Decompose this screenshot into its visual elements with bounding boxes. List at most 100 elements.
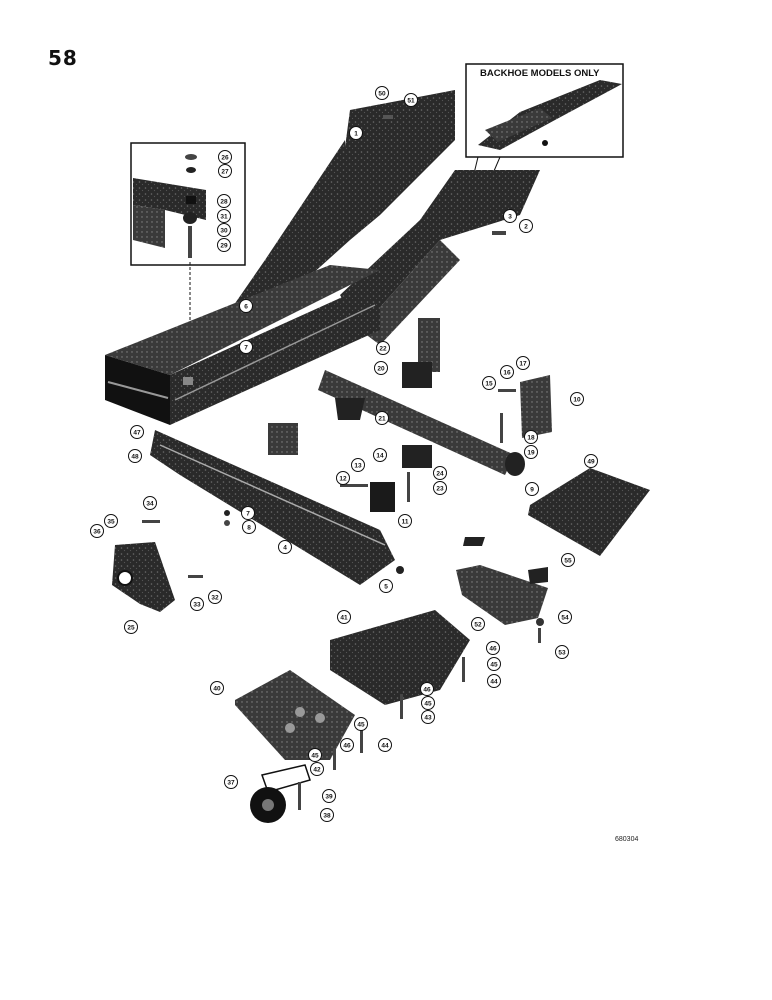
callout-51: 51	[407, 97, 415, 104]
callout-46-circle	[486, 641, 500, 655]
callout-36-circle	[90, 524, 104, 538]
callout-5: 5	[384, 583, 388, 590]
mount-blocks	[268, 318, 552, 512]
callout-39-circle	[322, 789, 336, 803]
step-plates	[235, 468, 650, 770]
callout-3: 3	[508, 213, 512, 220]
callout-28-circle	[217, 194, 231, 208]
callout-14: 14	[376, 452, 384, 459]
callout-24: 24	[436, 470, 444, 477]
callout-20: 20	[377, 365, 385, 372]
callout-33-circle	[190, 597, 204, 611]
callout-45: 45	[311, 752, 319, 759]
callout-49-circle	[584, 454, 598, 468]
callout-39: 39	[325, 793, 333, 800]
inset-title: BACKHOE MODELS ONLY	[480, 68, 600, 79]
callout-17-circle	[516, 356, 530, 370]
callout-22: 22	[379, 345, 387, 352]
callout-48: 48	[131, 453, 139, 460]
callout-19-circle	[524, 445, 538, 459]
callout-8: 8	[247, 524, 251, 531]
callout-50-circle	[375, 86, 389, 100]
callout-18: 18	[527, 434, 535, 441]
page-number: 58	[48, 46, 78, 70]
callout-53-circle	[555, 645, 569, 659]
callout-13-circle	[351, 458, 365, 472]
callout-47: 47	[133, 429, 141, 436]
callout-42-circle	[310, 762, 324, 776]
callout-12-circle	[336, 471, 350, 485]
callout-55-circle	[561, 553, 575, 567]
callout-29-circle	[217, 238, 231, 252]
callout-46-circle	[420, 682, 434, 696]
callout-44: 44	[381, 742, 389, 749]
callout-16-circle	[500, 365, 514, 379]
callout-25-circle	[124, 620, 138, 634]
callout-53: 53	[558, 649, 566, 656]
callout-26: 26	[221, 154, 229, 161]
callout-52-circle	[471, 617, 485, 631]
callout-41: 41	[340, 614, 348, 621]
callout-16: 16	[503, 369, 511, 376]
callout-45-circle	[354, 717, 368, 731]
document-code: 680304	[615, 836, 639, 843]
mounting-bracket	[112, 520, 203, 612]
callout-55: 55	[564, 557, 572, 564]
fasteners	[224, 115, 544, 643]
callout-54: 54	[561, 614, 569, 621]
callout-12: 12	[339, 475, 347, 482]
callout-33: 33	[193, 601, 201, 608]
callout-6: 6	[244, 303, 248, 310]
callout-1: 1	[354, 130, 358, 137]
callout-40: 40	[213, 685, 221, 692]
callout-43: 43	[424, 714, 432, 721]
callout-23-circle	[433, 481, 447, 495]
callout-38-circle	[320, 808, 334, 822]
callout-10-circle	[570, 392, 584, 406]
callout-11-circle	[398, 514, 412, 528]
callout-35-circle	[104, 514, 118, 528]
callout-29: 29	[220, 242, 228, 249]
callout-50: 50	[378, 90, 386, 97]
callout-24-circle	[433, 466, 447, 480]
callout-41-circle	[337, 610, 351, 624]
callout-23: 23	[436, 485, 444, 492]
callout-7: 7	[246, 510, 250, 517]
callout-40-circle	[210, 681, 224, 695]
callout-13: 13	[354, 462, 362, 469]
callout-43-circle	[421, 710, 435, 724]
callout-46: 46	[489, 645, 497, 652]
callout-44: 44	[490, 678, 498, 685]
callout-48-circle	[128, 449, 142, 463]
callout-7-circle	[241, 506, 255, 520]
callout-42: 42	[313, 766, 321, 773]
callout-34-circle	[143, 496, 157, 510]
callout-32: 32	[211, 594, 219, 601]
callout-52: 52	[474, 621, 482, 628]
callout-51-circle	[404, 93, 418, 107]
callout-14-circle	[373, 448, 387, 462]
callout-54-circle	[558, 610, 572, 624]
callout-49: 49	[587, 458, 595, 465]
callout-15-circle	[482, 376, 496, 390]
callout-19: 19	[527, 449, 535, 456]
callout-46-circle	[340, 738, 354, 752]
callout-4-circle	[278, 540, 292, 554]
callout-11: 11	[402, 518, 409, 525]
callout-44-circle	[378, 738, 392, 752]
callout-45: 45	[424, 700, 432, 707]
callout-35: 35	[107, 518, 115, 525]
callout-3-circle	[503, 209, 517, 223]
callout-45: 45	[357, 721, 365, 728]
callout-layer: 1234567891011121314151617181920212223242…	[90, 86, 598, 822]
callout-4: 4	[283, 544, 287, 551]
callout-6-circle	[239, 299, 253, 313]
callout-28: 28	[220, 198, 228, 205]
callout-34: 34	[146, 500, 154, 507]
callout-1-circle	[349, 126, 363, 140]
callout-45-circle	[308, 748, 322, 762]
callout-30: 30	[220, 227, 228, 234]
callout-44-circle	[487, 674, 501, 688]
